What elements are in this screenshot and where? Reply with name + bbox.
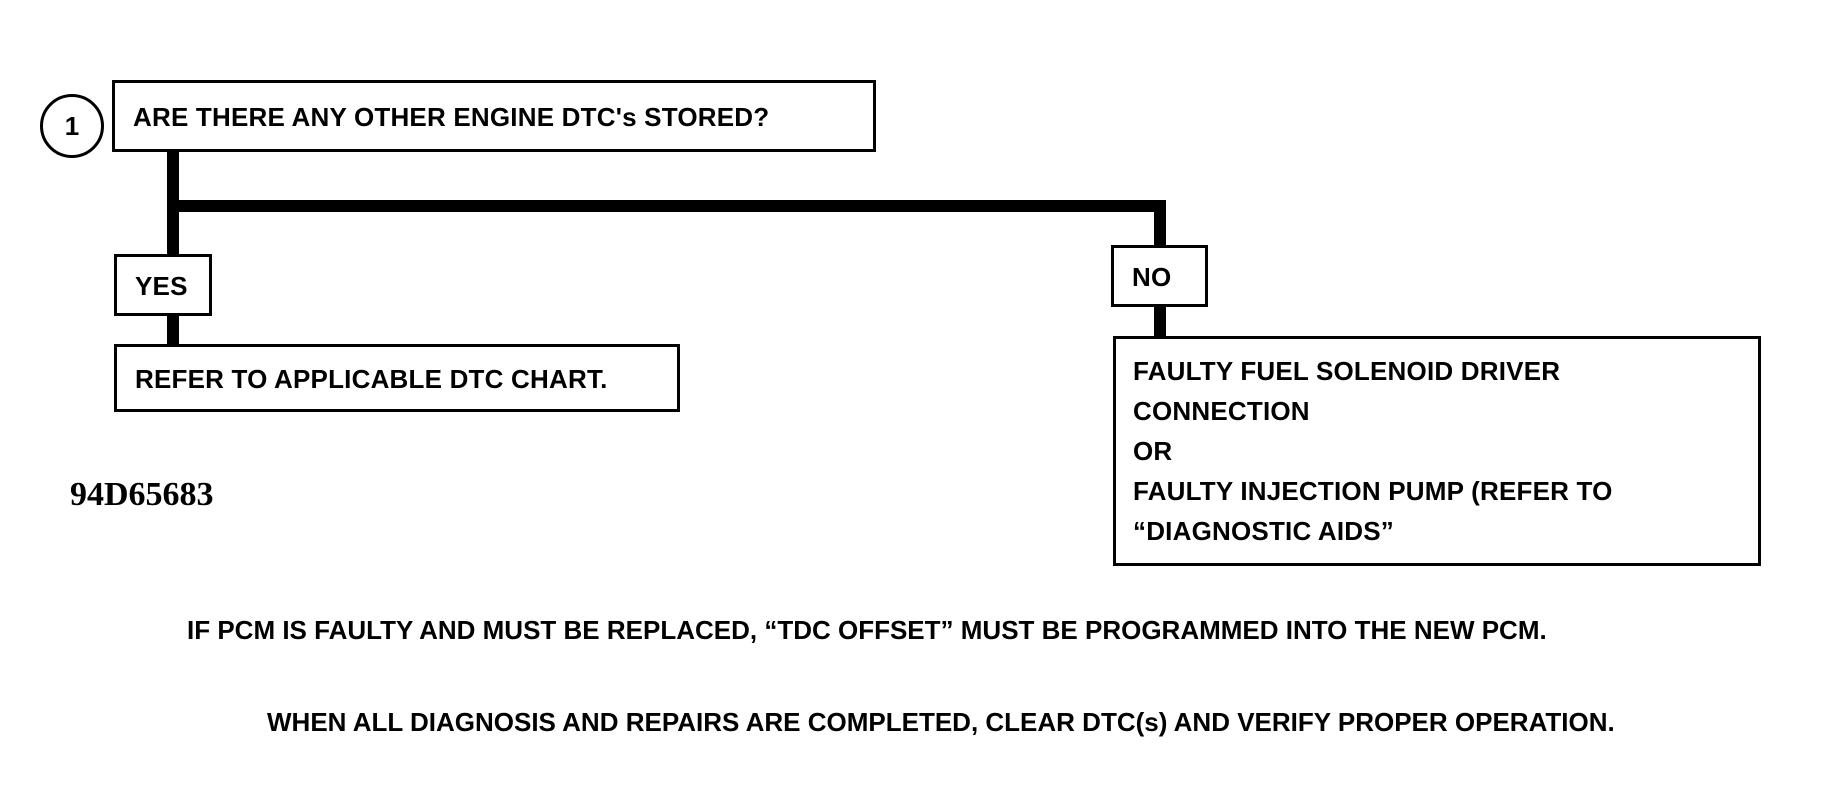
no-action-line: OR: [1133, 436, 1173, 466]
pcm-replacement-note: IF PCM IS FAULTY AND MUST BE REPLACED, “…: [187, 615, 1547, 645]
yes-label: YES: [135, 271, 188, 301]
no-action-line: FAULTY FUEL SOLENOID DRIVER: [1133, 356, 1561, 386]
no-box: NO: [1111, 245, 1208, 307]
no-action-line: FAULTY INJECTION PUMP (REFER TO: [1133, 476, 1613, 506]
clear-dtc-note: WHEN ALL DIAGNOSIS AND REPAIRS ARE COMPL…: [267, 707, 1615, 737]
question-text: ARE THERE ANY OTHER ENGINE DTC's STORED?: [133, 102, 770, 132]
no-action-line: “DIAGNOSTIC AIDS”: [1133, 516, 1395, 546]
no-label: NO: [1132, 262, 1172, 292]
no-action-line: CONNECTION: [1133, 396, 1310, 426]
yes-action-text: REFER TO APPLICABLE DTC CHART.: [135, 364, 608, 394]
yes-box: YES: [114, 254, 212, 316]
yes-action-box: REFER TO APPLICABLE DTC CHART.: [114, 344, 680, 412]
question-box: ARE THERE ANY OTHER ENGINE DTC's STORED?: [112, 80, 876, 152]
step-number: 1: [64, 110, 80, 141]
figure-code: 94D65683: [70, 476, 214, 513]
no-action-box: FAULTY FUEL SOLENOID DRIVER CONNECTION O…: [1113, 336, 1761, 566]
step-number-badge: 1: [40, 94, 104, 158]
